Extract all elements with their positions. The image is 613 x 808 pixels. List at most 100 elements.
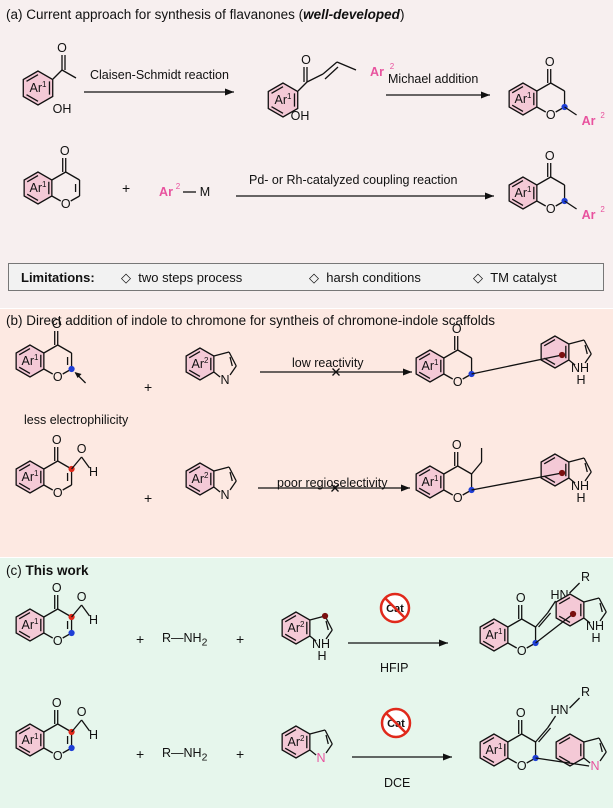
arrowhead (443, 753, 452, 761)
bond (507, 642, 518, 649)
ring-oxygen: O (53, 370, 63, 384)
bond (564, 200, 577, 210)
bond (309, 635, 317, 642)
bond (568, 477, 576, 484)
panel-a-title: (a) Current approach for synthesis of fl… (6, 7, 405, 22)
aromatic-bond (558, 596, 571, 605)
row2-arrow-label: poor regioselectivity (277, 476, 388, 490)
carbonyl-oxygen: O (545, 149, 555, 163)
indole-nitrogen: NH (312, 637, 330, 651)
plus-sign: + (136, 746, 145, 762)
indole-nitrogen: N (221, 488, 230, 502)
bond (443, 373, 454, 380)
carbonyl-oxygen: O (452, 322, 462, 336)
bond (583, 457, 592, 473)
aromatic-bond (26, 74, 39, 82)
bond (584, 353, 592, 364)
bond (336, 61, 357, 71)
bond (550, 176, 565, 186)
indole-nitrogen: N (221, 373, 230, 387)
bond (457, 465, 472, 475)
aldehyde-hydrogen: H (89, 728, 98, 742)
bond (70, 195, 80, 202)
aryl-ring (540, 453, 570, 487)
bond (535, 612, 549, 628)
methyl-bond (61, 69, 77, 79)
carbonyl-oxygen: O (52, 317, 62, 331)
ketone-oxygen: O (301, 53, 311, 67)
new-bond (471, 354, 563, 375)
bond (507, 757, 518, 764)
bond (569, 697, 581, 709)
aromatic-bond (18, 347, 31, 356)
bond (213, 371, 221, 378)
aromatic-bond (418, 371, 431, 380)
bond (599, 611, 607, 622)
ring-oxygen: O (546, 202, 556, 216)
ring-oxygen: O (53, 486, 63, 500)
aromatic-bond (543, 338, 556, 347)
indole-c3-dot (558, 469, 566, 477)
bond (598, 737, 607, 753)
bond (43, 608, 59, 618)
new-bond (535, 613, 574, 644)
bond (57, 344, 72, 354)
bond (536, 200, 547, 207)
bond (325, 743, 333, 754)
bond (43, 723, 59, 733)
ring-oxygen: O (453, 375, 463, 389)
aromatic-bond (188, 350, 201, 359)
bond (507, 733, 523, 743)
aromatic-bond (482, 621, 495, 630)
bond (309, 729, 326, 735)
bond (568, 339, 585, 345)
ring-oxygen: O (453, 491, 463, 505)
carbonyl-oxygen: O (52, 696, 62, 710)
arrowhead (481, 91, 490, 99)
indole-c3-dot (558, 351, 566, 359)
limitation-item: ◇ two steps process (121, 270, 243, 285)
ketone-oxygen: O (57, 41, 67, 55)
r-group: R (581, 685, 590, 699)
aldehyde-oxygen: O (77, 705, 87, 719)
double-bond (325, 734, 329, 745)
bond (564, 106, 577, 116)
aromatic-bond (284, 728, 297, 737)
indole-hydrogen: H (318, 649, 327, 663)
aldehyde-oxygen: O (77, 442, 87, 456)
hydroxyl: OH (53, 102, 72, 116)
aryl-superscript: 2 (176, 182, 181, 191)
aromatic-bond (271, 86, 284, 94)
aromatic-bond (18, 463, 31, 472)
panel-c-title: (c) This work (6, 563, 89, 578)
bond (443, 349, 459, 359)
bond (51, 195, 62, 202)
indole-nitrogen: N (591, 759, 600, 773)
bond (213, 486, 221, 493)
aromatic-bond (188, 465, 201, 474)
aromatic-bond (188, 369, 201, 378)
arrowhead (74, 372, 82, 378)
double-bond (324, 66, 339, 80)
bond (568, 457, 585, 463)
carbonyl-oxygen: O (52, 581, 62, 595)
plus-sign: + (144, 490, 153, 506)
cross-mark (332, 368, 340, 376)
aryl-label: Ar (582, 208, 596, 222)
aromatic-bond (18, 726, 31, 735)
arrowhead (403, 368, 412, 376)
aromatic-bond (26, 94, 39, 102)
bond (43, 460, 59, 470)
ring-oxygen: O (546, 108, 556, 122)
bond (43, 344, 59, 354)
ring-oxygen: O (61, 197, 71, 211)
aromatic-bond (284, 614, 297, 623)
metal-label: M (200, 185, 210, 199)
aryl-superscript: 2 (600, 205, 605, 214)
bond (297, 81, 308, 92)
aldehyde-oxygen: O (77, 590, 87, 604)
aromatic-bond (26, 174, 39, 183)
aryl-superscript: 2 (390, 62, 395, 71)
row1-note: less electrophilicity (24, 413, 129, 427)
arrowhead (485, 192, 494, 200)
